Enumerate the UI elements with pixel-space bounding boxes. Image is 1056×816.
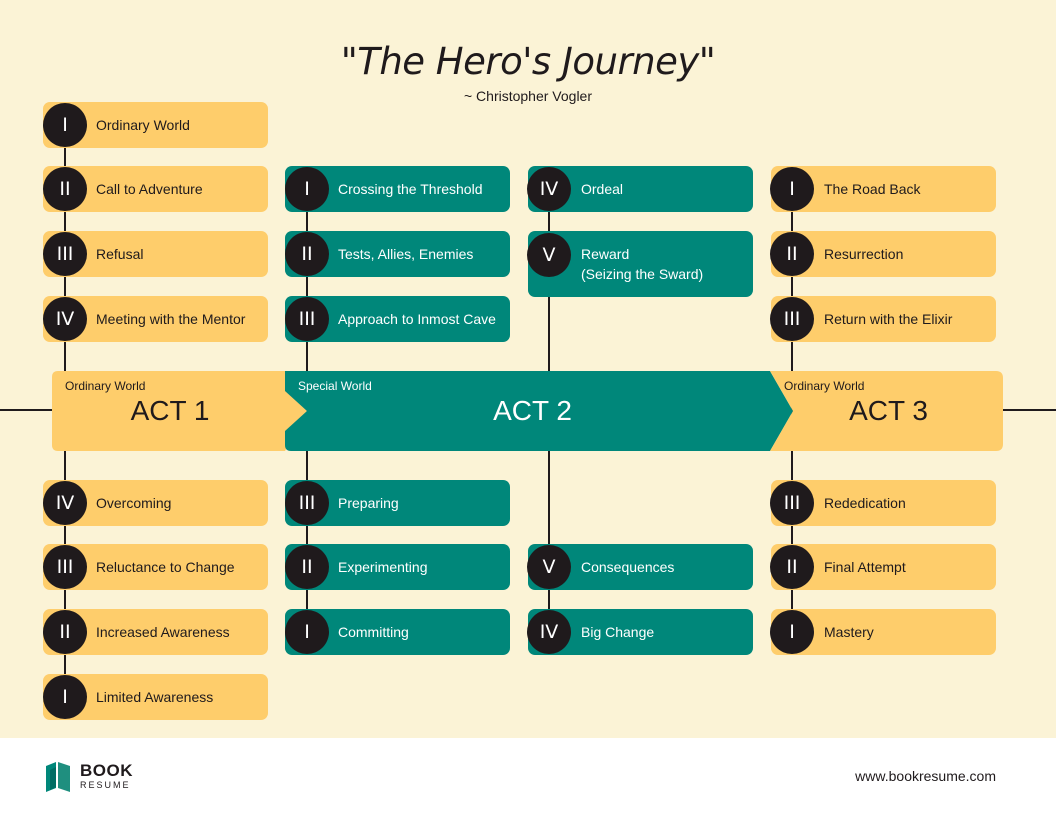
stage-numeral-badge: II xyxy=(285,545,329,589)
stage-numeral-badge: IV xyxy=(527,167,571,211)
stage-label: Tests, Allies, Enemies xyxy=(338,246,474,262)
stage-numeral-badge: I xyxy=(43,103,87,147)
stage-label: Call to Adventure xyxy=(96,181,203,197)
stage-label: Overcoming xyxy=(96,495,172,511)
logo-text-sub: RESUME xyxy=(80,780,131,790)
stage-numeral-badge: IV xyxy=(43,297,87,341)
act3-world-label: Ordinary World xyxy=(784,379,865,393)
diagram-title: "The Hero's Journey" xyxy=(340,40,716,83)
stage-label: Reluctance to Change xyxy=(96,559,235,575)
stage-label: Resurrection xyxy=(824,246,904,262)
logo-text-main: BOOK xyxy=(80,761,133,780)
stage-numeral-badge: III xyxy=(43,232,87,276)
stage-label: Limited Awareness xyxy=(96,689,214,705)
stage-label: Crossing the Threshold xyxy=(338,181,483,197)
stage-numeral-badge: V xyxy=(527,233,571,277)
horizontal-axis-right xyxy=(1000,409,1056,411)
act1-banner-shape xyxy=(52,371,307,451)
stage-numeral-badge: II xyxy=(770,545,814,589)
stage-numeral-badge: II xyxy=(43,610,87,654)
stage-label: Committing xyxy=(338,624,409,640)
stage-numeral-badge: III xyxy=(285,297,329,341)
diagram-canvas: "The Hero's Journey" ~ Christopher Vogle… xyxy=(0,0,1056,738)
stage-label: Experimenting xyxy=(338,559,428,575)
stage-numeral-badge: III xyxy=(43,545,87,589)
stage-label: Ordeal xyxy=(581,181,624,197)
stage-label: Final Attempt xyxy=(824,559,906,575)
act3-title: ACT 3 xyxy=(849,395,928,426)
stage-label: Rededication xyxy=(824,495,906,511)
stage-numeral-badge: I xyxy=(43,675,87,719)
stage-label: Consequences xyxy=(581,559,675,575)
stage-numeral-badge: II xyxy=(285,232,329,276)
act1-title: ACT 1 xyxy=(130,395,210,426)
book-icon xyxy=(46,762,70,792)
act-banner xyxy=(52,371,1003,451)
website-link[interactable]: www.bookresume.com xyxy=(855,768,996,784)
stage-label: Return with the Elixir xyxy=(824,311,953,327)
stage-numeral-badge: III xyxy=(285,481,329,525)
stage-numeral-badge: I xyxy=(770,167,814,211)
brand-logo[interactable]: BOOK RESUME xyxy=(44,760,133,792)
stage-numeral-badge: III xyxy=(770,481,814,525)
horizontal-axis-left xyxy=(0,409,55,411)
stage-numeral-badge: I xyxy=(285,610,329,654)
stage-numeral-badge: V xyxy=(527,545,571,589)
stage-label: Preparing xyxy=(338,495,399,511)
stage-numeral-badge: II xyxy=(770,232,814,276)
stage-label: Approach to Inmost Cave xyxy=(338,311,496,327)
stage-label: Ordinary World xyxy=(96,117,190,133)
stage-label: Increased Awareness xyxy=(96,624,230,640)
act1-world-label: Ordinary World xyxy=(65,379,146,393)
stage-numeral-badge: I xyxy=(285,167,329,211)
stage-label: The Road Back xyxy=(824,181,921,197)
stage-numeral-badge: IV xyxy=(43,481,87,525)
footer: BOOK RESUME www.bookresume.com xyxy=(0,738,1056,816)
stage-numeral-badge: II xyxy=(43,167,87,211)
stage-numeral-badge: I xyxy=(770,610,814,654)
act2-title: ACT 2 xyxy=(493,395,572,426)
stage-label: Reward xyxy=(581,246,630,262)
stage-label: Mastery xyxy=(824,624,874,640)
stage-label: Refusal xyxy=(96,246,144,262)
stage-sublabel: (Seizing the Sward) xyxy=(581,266,704,282)
act2-banner-shape xyxy=(285,371,793,451)
stage-numeral-badge: IV xyxy=(527,610,571,654)
diagram-subtitle: ~ Christopher Vogler xyxy=(463,88,593,104)
stage-label: Meeting with the Mentor xyxy=(96,311,246,327)
act3-banner-shape xyxy=(770,371,1003,451)
stage-label: Big Change xyxy=(581,624,655,640)
act2-world-label: Special World xyxy=(298,379,372,393)
stage-numeral-badge: III xyxy=(770,297,814,341)
